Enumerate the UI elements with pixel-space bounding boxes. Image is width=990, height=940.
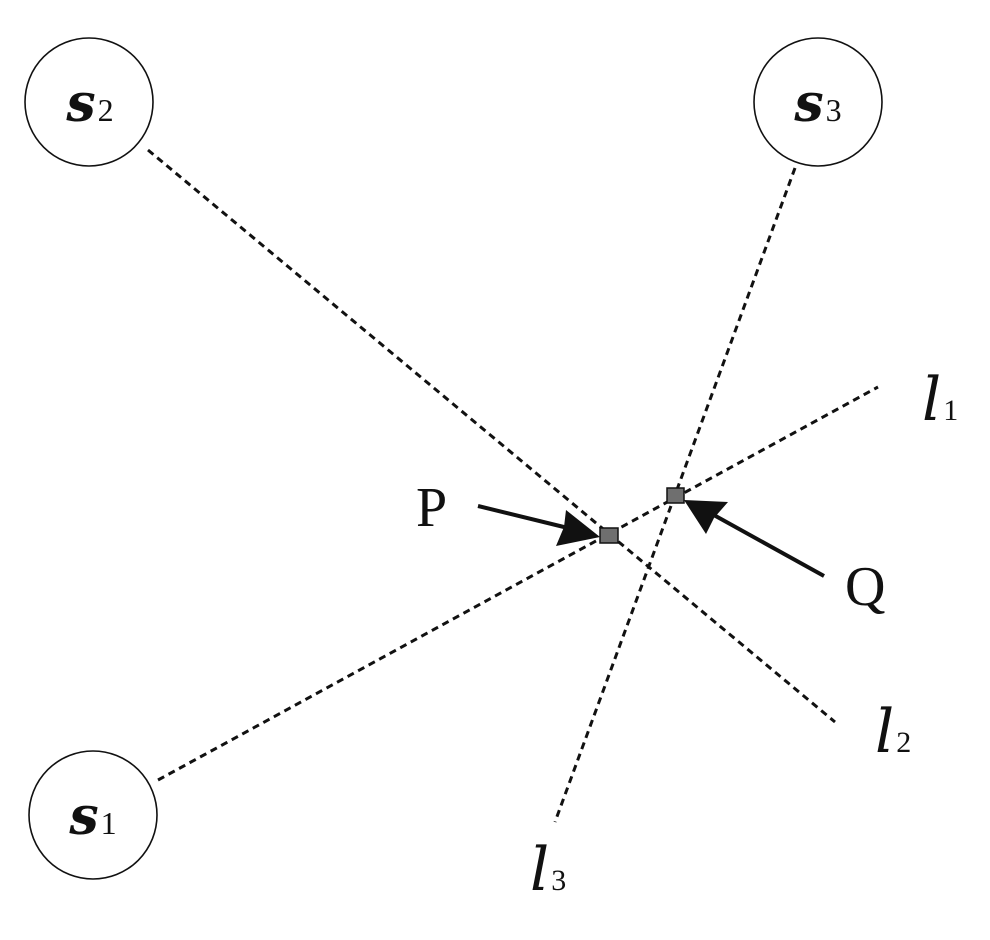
point-p-marker (599, 527, 619, 544)
node-s3-circle (753, 37, 883, 167)
node-s3: s3 (753, 37, 883, 167)
point-q-label: Q (845, 556, 885, 618)
point-p-arrow (477, 504, 600, 546)
point-q-marker (666, 487, 685, 504)
node-s1-label: s1 (68, 786, 116, 847)
point-p-arrow-shaft (477, 504, 569, 530)
line-l2 (147, 148, 836, 724)
line-l3-label: l3 (530, 835, 566, 905)
line-l2-label: l2 (875, 697, 911, 767)
node-s2-circle (24, 37, 154, 167)
line-l1-label: l1 (922, 365, 958, 435)
line-l1 (157, 385, 879, 782)
node-s2-label: s2 (65, 73, 113, 134)
point-p-arrow-head (556, 510, 600, 546)
point-q-arrow-head (684, 500, 728, 534)
node-s2: s2 (24, 37, 154, 167)
point-q-arrow-shaft (711, 512, 825, 578)
point-q-arrow (684, 500, 825, 578)
node-s1: s1 (28, 750, 158, 880)
node-s1-circle (28, 750, 158, 880)
point-p-label: P (416, 477, 447, 539)
node-s3-label: s3 (793, 73, 841, 134)
